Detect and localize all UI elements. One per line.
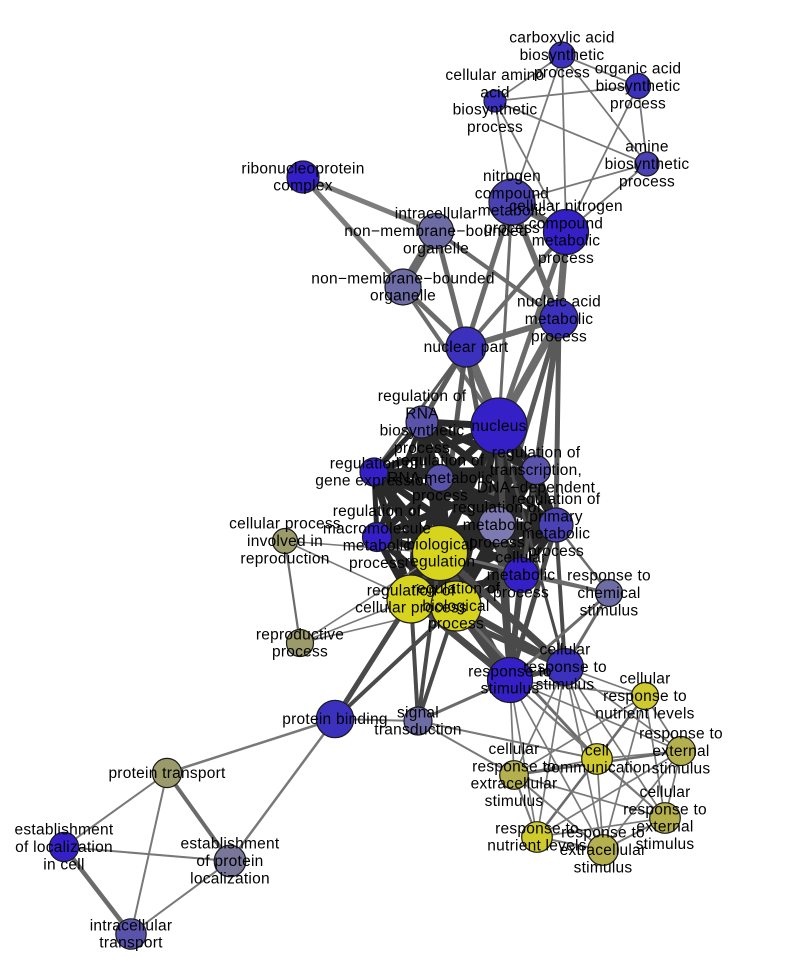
svg-text:protein transport: protein transport <box>108 765 226 782</box>
svg-text:protein binding: protein binding <box>282 711 387 728</box>
svg-text:nuclear part: nuclear part <box>424 339 509 356</box>
svg-text:nucleus: nucleus <box>471 418 526 435</box>
